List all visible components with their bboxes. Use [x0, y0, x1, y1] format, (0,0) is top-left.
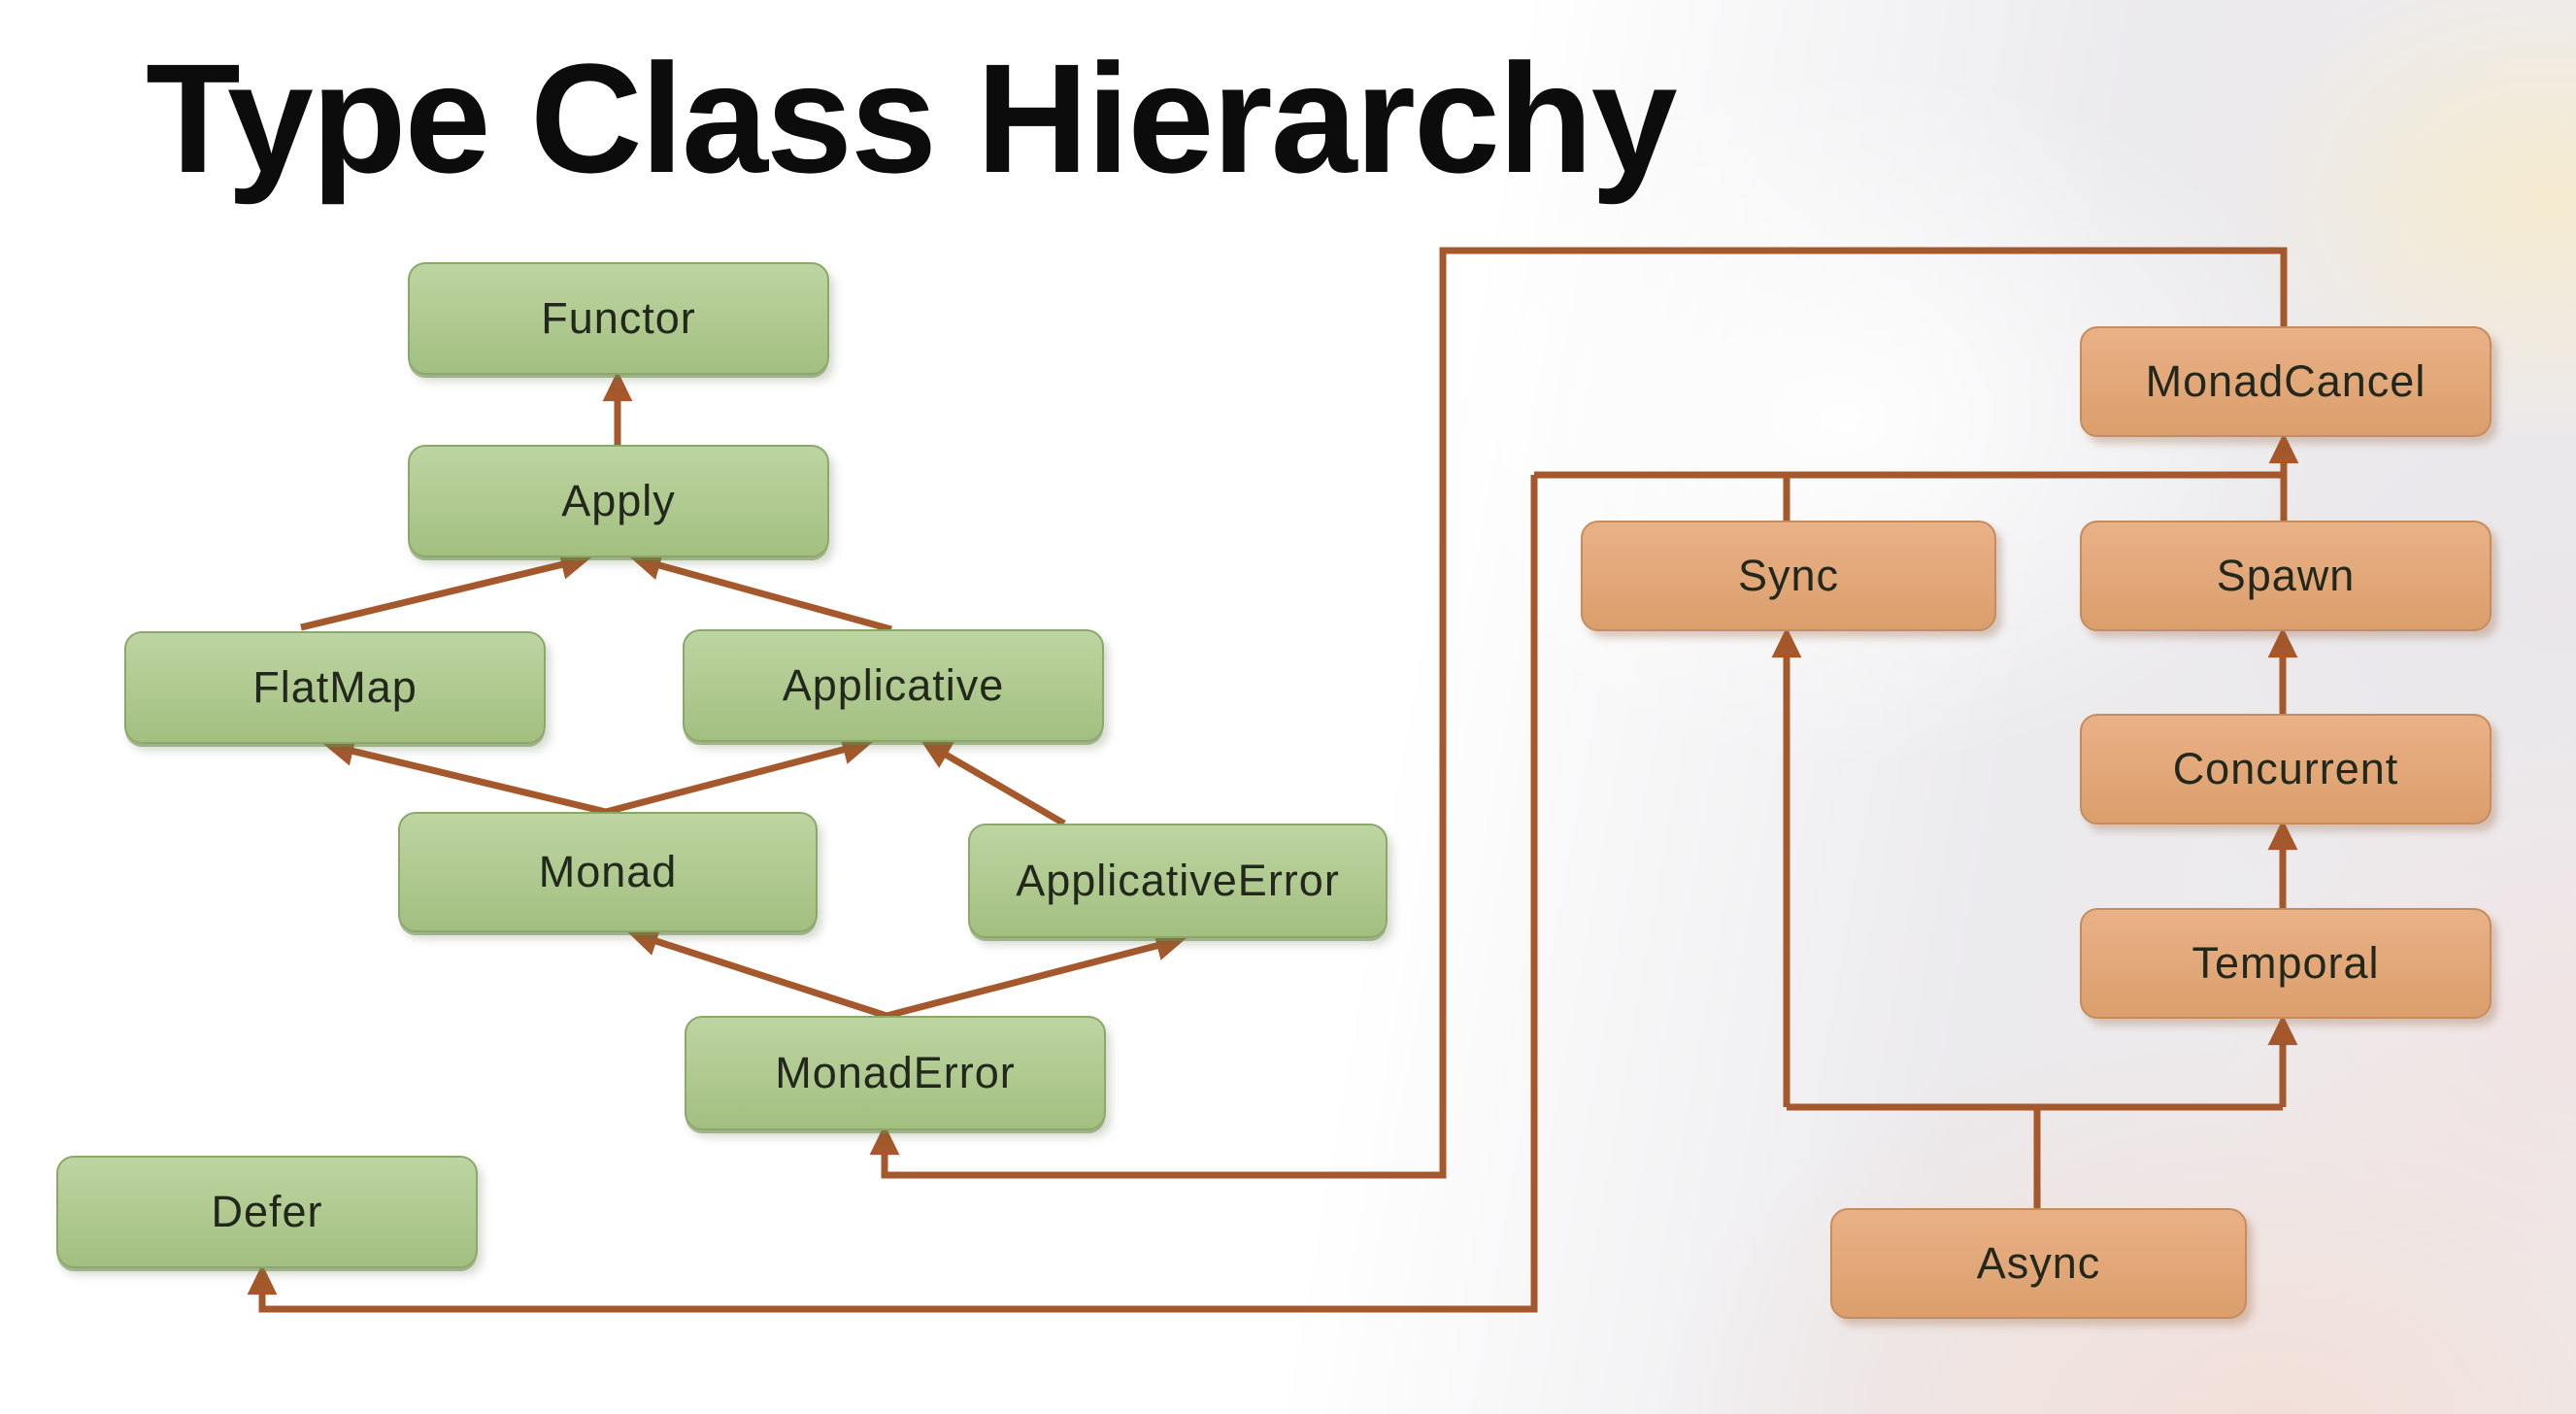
edge-group [247, 247, 2299, 1313]
node-label: ApplicativeError [1016, 856, 1340, 905]
node-label: Apply [561, 476, 676, 525]
edge-applicative-to-apply [629, 551, 892, 633]
node-label: Functor [541, 293, 696, 343]
node-concurrent: Concurrent [2080, 714, 2492, 825]
node-applicativeerror: ApplicativeError [968, 824, 1388, 938]
node-label: Defer [211, 1187, 323, 1236]
node-label: MonadCancel [2145, 356, 2426, 406]
node-spawn: Spawn [2080, 521, 2492, 631]
node-flatmap: FlatMap [124, 631, 546, 744]
edge-flatmap-to-apply [300, 550, 592, 631]
node-label: Sync [1737, 551, 1840, 600]
page-title: Type Class Hierarchy [146, 31, 1678, 205]
node-monaderror: MonadError [685, 1016, 1106, 1130]
node-applicative: Applicative [683, 629, 1104, 742]
edge-monad-to-flatmap [322, 736, 607, 816]
node-functor: Functor [408, 262, 829, 375]
edge-monad-to-applicative [605, 734, 874, 816]
edge-monaderror-to-applicativeerror [886, 930, 1188, 1020]
node-apply: Apply [408, 445, 829, 557]
node-label: Applicative [782, 660, 1005, 710]
node-defer: Defer [56, 1156, 478, 1268]
node-label: Concurrent [2172, 744, 2399, 793]
edge-monadcancel-to-monaderror [869, 247, 2288, 1179]
node-monadcancel: MonadCancel [2080, 326, 2492, 437]
node-label: Spawn [2216, 551, 2356, 600]
node-label: Async [1976, 1238, 2101, 1288]
node-sync: Sync [1581, 521, 1996, 631]
edge-monaderror-to-monad [627, 926, 888, 1020]
node-label: Monad [538, 847, 678, 896]
node-label: MonadError [775, 1048, 1016, 1097]
node-monad: Monad [398, 812, 818, 932]
node-temporal: Temporal [2080, 908, 2492, 1019]
node-async: Async [1830, 1208, 2247, 1319]
edge-applicativeerror-to-applicative [920, 739, 1066, 827]
edge-sync-to-defer [247, 475, 1538, 1313]
node-label: Temporal [2191, 938, 2380, 988]
node-label: FlatMap [252, 662, 418, 712]
